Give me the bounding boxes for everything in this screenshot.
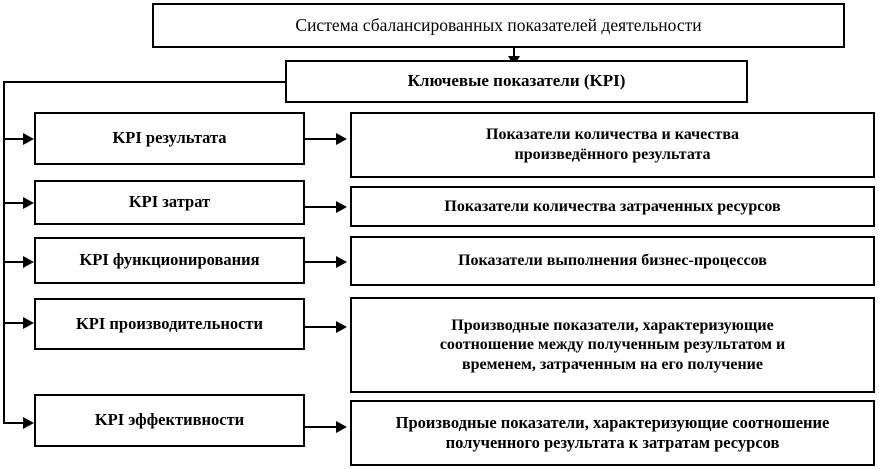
node-category-1-label: KPI результата [112, 128, 227, 148]
connector-kpi-trunk-horizontal [3, 81, 286, 83]
arrowhead-trunk-to-row-4 [23, 317, 34, 329]
node-category-4-label: KPI производительности [75, 313, 264, 333]
connector-kpi-trunk-vertical [3, 81, 5, 422]
node-description-5-label: Производные показатели, характеризующие … [395, 412, 830, 452]
connector-trunk-to-row-4 [3, 322, 25, 324]
node-description-1: Показатели количества и качества произве… [350, 112, 875, 178]
connector-row-3-to-description [305, 261, 337, 263]
node-balanced-scorecard-label: Система сбалансированных показателей дея… [295, 14, 702, 35]
node-category-1: KPI результата [34, 112, 305, 165]
connector-trunk-to-row-2 [3, 202, 25, 204]
node-key-performance-indicators: Ключевые показатели (KPI) [285, 60, 748, 103]
node-category-3-label: KPI функционирования [79, 250, 260, 270]
arrowhead-row-4-to-description [336, 321, 347, 333]
node-description-4: Производные показатели, характеризующие … [350, 297, 875, 393]
arrowhead-trunk-to-row-2 [23, 197, 34, 209]
arrowhead-row-1-to-description [336, 133, 347, 145]
arrowhead-trunk-to-row-3 [23, 256, 34, 268]
node-description-5: Производные показатели, характеризующие … [350, 400, 875, 466]
node-description-1-label: Показатели количества и качества произве… [486, 126, 739, 163]
arrowhead-trunk-to-row-5 [23, 417, 34, 429]
connector-row-5-to-description [305, 426, 337, 428]
arrowhead-trunk-to-row-1 [23, 133, 34, 145]
connector-trunk-to-row-3 [3, 261, 25, 263]
node-category-2-label: KPI затрат [128, 192, 211, 212]
node-category-5-label: KPI эффективности [94, 410, 245, 430]
node-category-4: KPI производительности [34, 298, 305, 350]
node-description-2: Показатели количества затраченных ресурс… [350, 186, 875, 227]
connector-row-1-to-description [305, 138, 337, 140]
arrowhead-row-5-to-description [336, 421, 347, 433]
node-category-2: KPI затрат [34, 180, 305, 225]
connector-trunk-to-row-5 [3, 422, 25, 424]
connector-row-2-to-description [305, 206, 337, 208]
connector-row-4-to-description [305, 326, 337, 328]
node-description-2-label: Показатели количества затраченных ресурс… [444, 197, 781, 215]
connector-root-to-kpi [513, 48, 515, 60]
node-category-3: KPI функционирования [34, 237, 305, 284]
arrowhead-row-2-to-description [336, 201, 347, 213]
node-balanced-scorecard: Система сбалансированных показателей дея… [152, 3, 845, 48]
node-key-performance-indicators-label: Ключевые показатели (KPI) [407, 71, 626, 91]
node-category-5: KPI эффективности [34, 394, 305, 447]
node-description-4-label: Производные показатели, характеризующие … [439, 316, 786, 373]
arrowhead-row-3-to-description [336, 256, 347, 268]
node-description-3-label: Показатели выполнения бизнес-процессов [458, 252, 767, 270]
node-description-3: Показатели выполнения бизнес-процессов [350, 236, 875, 286]
connector-trunk-to-row-1 [3, 138, 25, 140]
